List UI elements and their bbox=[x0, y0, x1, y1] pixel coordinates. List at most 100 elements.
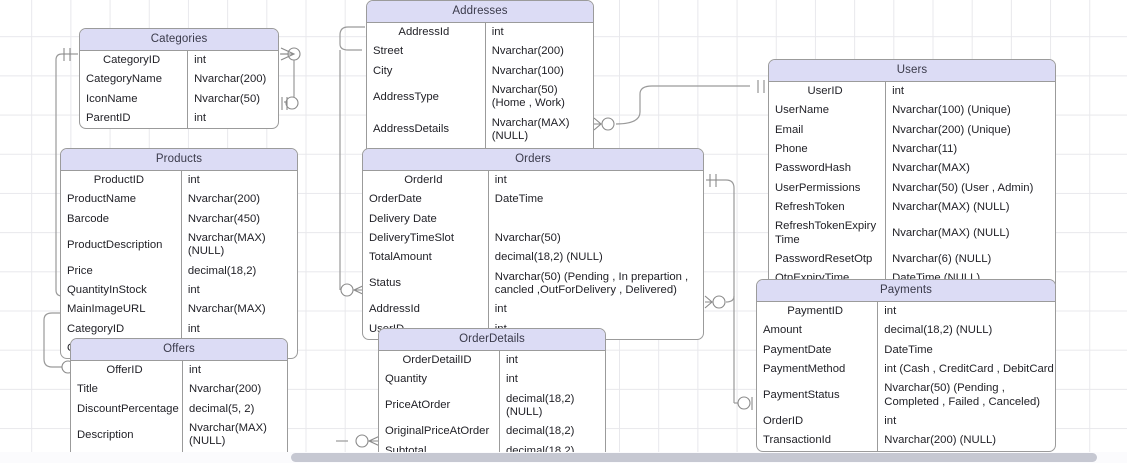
attribute-type: DateTime bbox=[884, 343, 933, 356]
attribute-row: Barcode Nvarchar(450) bbox=[61, 209, 297, 229]
attribute-type: int bbox=[187, 283, 200, 296]
attribute-row: UserName Nvarchar(100) (Unique) bbox=[769, 101, 1055, 121]
entity-title-products: Products bbox=[61, 149, 297, 171]
attribute-name: City bbox=[367, 61, 486, 81]
entity-categories[interactable]: Categories CategoryID int CategoryName N… bbox=[79, 28, 279, 130]
attribute-row: RefreshToken Nvarchar(MAX) (NULL) bbox=[769, 197, 1055, 218]
attribute-row: PaymentMethod int (Cash , CreditCard , D… bbox=[757, 359, 1055, 380]
attribute-name: PasswordResetOtp bbox=[769, 249, 887, 270]
entity-title-orders: Orders bbox=[363, 149, 703, 171]
attribute-type: int bbox=[494, 174, 507, 186]
attribute-name: TransactionId bbox=[757, 431, 879, 451]
attribute-type: Nvarchar(50) (Home , Work) bbox=[491, 83, 565, 110]
entity-title-payments: Payments bbox=[757, 280, 1055, 302]
attribute-type: int bbox=[194, 54, 207, 66]
attribute-row: DiscountPercentage decimal(5, 2) bbox=[71, 399, 287, 419]
attribute-row: City Nvarchar(100) bbox=[367, 61, 593, 81]
attribute-name: PaymentStatus bbox=[757, 379, 879, 412]
entity-payments[interactable]: Payments PaymentID int Amount decimal(18… bbox=[756, 279, 1056, 452]
attribute-type: int bbox=[892, 85, 905, 97]
attribute-type: decimal(18,2) (NULL) bbox=[505, 392, 575, 418]
attribute-name: ProductName bbox=[61, 190, 182, 210]
relation-orders-users bbox=[706, 174, 735, 296]
attribute-type: int bbox=[884, 305, 897, 317]
attribute-name: CategoryID bbox=[80, 51, 189, 71]
attribute-row: CategoryName Nvarchar(200) bbox=[80, 70, 278, 90]
attribute-name: PaymentMethod bbox=[757, 359, 879, 380]
entity-offers[interactable]: Offers OfferID int Title Nvarchar(200) D… bbox=[70, 338, 288, 463]
attribute-type: Nvarchar(200) (Unique) bbox=[892, 123, 1011, 136]
attribute-type: Nvarchar(50) (User , Admin) bbox=[892, 181, 1034, 194]
attribute-name: Barcode bbox=[61, 209, 182, 229]
attribute-row: Street Nvarchar(200) bbox=[367, 42, 593, 62]
attribute-name: OrderDetailID bbox=[379, 351, 500, 371]
attribute-name: OfferID bbox=[71, 361, 184, 381]
horizontal-scrollbar-thumb[interactable] bbox=[291, 453, 1097, 462]
attribute-name: UserPermissions bbox=[769, 178, 887, 198]
attribute-type: int bbox=[491, 26, 504, 38]
attribute-type: int bbox=[505, 354, 518, 366]
attribute-name: CategoryID bbox=[61, 319, 182, 339]
attribute-name: AddressId bbox=[363, 300, 489, 320]
attribute-type: Nvarchar(MAX) (NULL) bbox=[892, 226, 1010, 239]
relation-orderdetails-products bbox=[336, 434, 383, 448]
attribute-name: TotalAmount bbox=[363, 248, 489, 268]
attribute-row: ProductName Nvarchar(200) bbox=[61, 190, 297, 210]
attribute-row: Status Nvarchar(50) (Pending , In prepar… bbox=[363, 267, 703, 301]
attribute-row: PasswordHash Nvarchar(MAX) bbox=[769, 159, 1055, 179]
entity-orderdetails[interactable]: OrderDetails OrderDetailID int Quantity … bbox=[378, 328, 606, 463]
attribute-name: OrderDate bbox=[363, 190, 489, 210]
attribute-row: DeliveryTimeSlot Nvarchar(50) bbox=[363, 228, 703, 249]
attribute-type: decimal(5, 2) bbox=[189, 402, 255, 415]
attribute-name: Street bbox=[367, 42, 486, 62]
attribute-name: DeliveryTimeSlot bbox=[363, 228, 489, 249]
attribute-row: IconName Nvarchar(50) bbox=[80, 89, 278, 109]
attribute-name: DiscountPercentage bbox=[71, 399, 184, 419]
attribute-type: Nvarchar(200) bbox=[187, 193, 261, 206]
attribute-type: Nvarchar(MAX) (NULL) bbox=[187, 231, 266, 258]
attribute-name: ProductDescription bbox=[61, 228, 182, 262]
attribute-type: Nvarchar(50) (Pending , Completed , Fail… bbox=[884, 382, 1041, 408]
attribute-type: Nvarchar(11) bbox=[892, 142, 958, 155]
attribute-row: OrderDetailID int bbox=[379, 351, 605, 371]
attribute-row: Title Nvarchar(200) bbox=[71, 380, 287, 400]
attribute-row: Amount decimal(18,2) (NULL) bbox=[757, 321, 1055, 341]
attribute-type: Nvarchar(MAX) (NULL) bbox=[892, 200, 1010, 213]
attribute-row: PaymentDate DateTime bbox=[757, 340, 1055, 360]
attribute-row: ProductDescription Nvarchar(MAX) (NULL) bbox=[61, 228, 297, 262]
attribute-name: PasswordHash bbox=[769, 159, 887, 179]
attribute-name: PriceAtOrder bbox=[379, 389, 500, 423]
entity-addresses[interactable]: Addresses AddressId int Street Nvarchar(… bbox=[366, 0, 594, 167]
attribute-row: PaymentStatus Nvarchar(50) (Pending , Co… bbox=[757, 379, 1055, 412]
attribute-name: Email bbox=[769, 120, 887, 140]
attribute-row: CategoryID int bbox=[61, 319, 297, 339]
attribute-row: AddressDetails Nvarchar(MAX) (NULL) bbox=[367, 113, 593, 147]
attribute-name: AddressType bbox=[367, 80, 486, 114]
attribute-name: UserName bbox=[769, 101, 887, 121]
attribute-row: PriceAtOrder decimal(18,2) (NULL) bbox=[379, 389, 605, 423]
attribute-name: Description bbox=[71, 418, 184, 452]
attribute-name: Title bbox=[71, 380, 184, 400]
attribute-type: decimal(18,2) bbox=[187, 264, 257, 277]
attribute-type: Nvarchar(6) (NULL) bbox=[892, 252, 992, 265]
attribute-row: PasswordResetOtp Nvarchar(6) (NULL) bbox=[769, 249, 1055, 270]
attribute-name: ProductID bbox=[61, 171, 182, 191]
entity-products[interactable]: Products ProductID int ProductName Nvarc… bbox=[60, 148, 298, 360]
attribute-type: decimal(18,2) (NULL) bbox=[884, 324, 993, 337]
horizontal-scrollbar-track[interactable] bbox=[0, 452, 1127, 463]
attribute-row: Email Nvarchar(200) (Unique) bbox=[769, 120, 1055, 140]
entity-title-categories: Categories bbox=[80, 29, 278, 51]
attribute-type: decimal(18,2) bbox=[505, 425, 575, 438]
attribute-row: OrderID int bbox=[757, 411, 1055, 432]
attribute-type: decimal(18,2) (NULL) bbox=[494, 251, 603, 264]
attribute-row: UserID int bbox=[769, 82, 1055, 102]
entity-orders[interactable]: Orders OrderId int OrderDate DateTime De… bbox=[362, 148, 704, 340]
attribute-type: Nvarchar(MAX) (NULL) bbox=[491, 116, 570, 142]
entity-users[interactable]: Users UserID int UserName Nvarchar(100) … bbox=[768, 59, 1056, 290]
attribute-row: QuantityInStock int bbox=[61, 280, 297, 301]
attribute-row: Delivery Date bbox=[363, 209, 703, 229]
attribute-type: int bbox=[187, 174, 200, 186]
attribute-row: UserPermissions Nvarchar(50) (User , Adm… bbox=[769, 178, 1055, 198]
attribute-type: int bbox=[187, 322, 200, 335]
